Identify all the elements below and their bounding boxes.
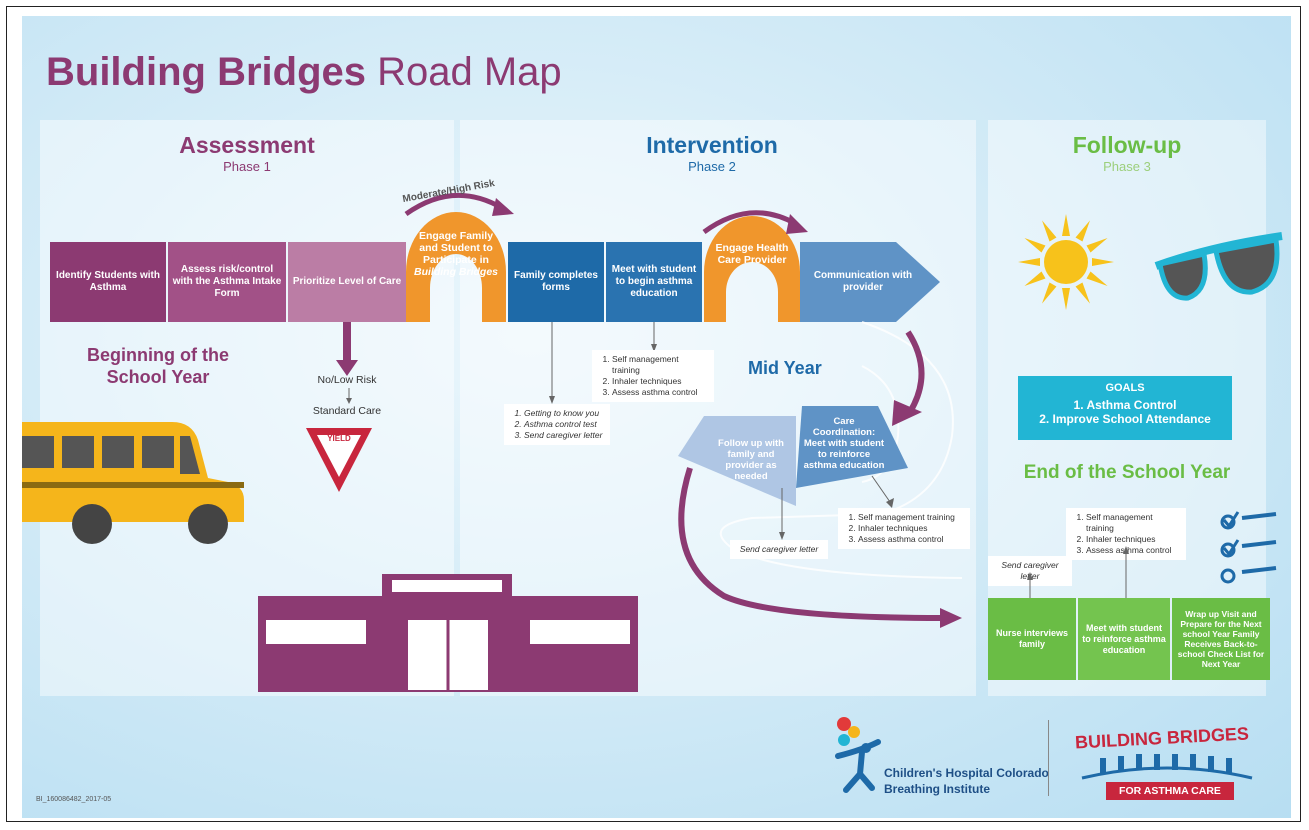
edu-note-1: Self management training bbox=[612, 354, 708, 376]
forms-note-2: Asthma control test bbox=[524, 419, 604, 430]
hospital-name: Children's Hospital Colorado bbox=[884, 766, 1049, 780]
goal-1: 1. Asthma Control bbox=[1073, 398, 1177, 412]
phase-3-header: Follow-up Phase 3 bbox=[988, 132, 1266, 174]
coordination-notes: Self management training Inhaler techniq… bbox=[838, 508, 970, 549]
phase-1-sub: Phase 1 bbox=[223, 159, 271, 174]
forms-notes: Getting to know you Asthma control test … bbox=[504, 404, 610, 445]
footer-divider bbox=[1048, 720, 1049, 796]
yield-sign-icon bbox=[306, 428, 372, 492]
step-identify-label: Identify Students with Asthma bbox=[56, 270, 160, 293]
engage-family-arc bbox=[406, 212, 506, 322]
coord-note-2: Inhaler techniques bbox=[858, 523, 964, 534]
nurse-connector bbox=[1027, 572, 1033, 598]
edu-note-3: Assess asthma control bbox=[612, 387, 708, 398]
mid-year-label: Mid Year bbox=[748, 358, 822, 378]
step-family-forms: Family completes forms bbox=[508, 242, 604, 322]
step-prioritize-label: Prioritize Level of Care bbox=[292, 276, 402, 287]
edu-connector bbox=[651, 322, 657, 352]
school-building-icon bbox=[258, 574, 638, 692]
goals-box: GOALS 1. Asthma Control 2. Improve Schoo… bbox=[1018, 376, 1232, 440]
forms-note-3: Send caregiver letter bbox=[524, 430, 604, 441]
phase-2-sub: Phase 2 bbox=[688, 159, 736, 174]
mid-year-letter-note: Send caregiver letter bbox=[730, 540, 828, 559]
phase-1-name: Assessment bbox=[179, 132, 315, 158]
step-meet-student: Meet with student to begin asthma educat… bbox=[606, 242, 702, 322]
communication-shape bbox=[800, 242, 940, 322]
step-meet-reinforce: Meet with student to reinforce asthma ed… bbox=[1078, 598, 1170, 680]
care-coord-text: Care Coordination: Meet with student to … bbox=[803, 415, 885, 471]
road-map-poster: Building Bridges Road Map Assessment Pha… bbox=[22, 16, 1291, 818]
goal-2: 2. Improve School Attendance bbox=[1039, 412, 1211, 426]
checklist-icon bbox=[1220, 511, 1277, 584]
page-title: Building Bridges Road Map bbox=[46, 50, 562, 95]
step-identify-students: Identify Students with Asthma bbox=[50, 242, 166, 322]
road-path bbox=[719, 321, 963, 579]
title-bold: Building Bridges bbox=[46, 50, 366, 94]
low-risk-connector bbox=[346, 388, 352, 404]
standard-care-label: Standard Care bbox=[312, 405, 382, 417]
coord-connector bbox=[871, 475, 894, 508]
forms-connector bbox=[549, 322, 555, 404]
follow-up-shape bbox=[678, 416, 796, 506]
kids-silhouette-icon bbox=[1081, 754, 1253, 780]
beginning-school-year: Beginning of the School Year bbox=[87, 345, 229, 387]
follow-up-label: Follow up with family and provider as ne… bbox=[710, 430, 792, 490]
poster-frame bbox=[6, 6, 1301, 822]
edu-note-2: Inhaler techniques bbox=[612, 376, 708, 387]
engage-family-label: Engage Family and Student to Participate… bbox=[410, 222, 502, 286]
wrap-up-text: Wrap up Visit and Prepare for the Next s… bbox=[1177, 609, 1265, 669]
forms-note-1: Getting to know you bbox=[524, 408, 604, 419]
education-notes: Self management training Inhaler techniq… bbox=[592, 350, 714, 402]
phase-3-name: Follow-up bbox=[1072, 132, 1182, 158]
follow-up-text: Follow up with family and provider as ne… bbox=[718, 438, 784, 482]
phase-3-sub: Phase 3 bbox=[1103, 159, 1151, 174]
letter-connector bbox=[779, 488, 785, 540]
engage-hcp-arc bbox=[704, 216, 800, 322]
hcp-arrow bbox=[702, 210, 808, 235]
sun-icon bbox=[1018, 214, 1114, 310]
family-forms-label: Family completes forms bbox=[514, 270, 598, 293]
title-light: Road Map bbox=[377, 50, 562, 94]
step-wrap-up: Wrap up Visit and Prepare for the Next s… bbox=[1172, 598, 1270, 680]
engage-family-text: Engage Family and Student to Participate… bbox=[418, 230, 494, 266]
meet-connector bbox=[1123, 546, 1129, 598]
care-coordination-shape bbox=[796, 406, 908, 488]
communication-label: Communication with provider bbox=[808, 242, 918, 322]
step-prioritize: Prioritize Level of Care bbox=[288, 242, 406, 322]
care-coordination-label: Care Coordination: Meet with student to … bbox=[798, 408, 890, 478]
document-code: BI_160086482_2017-05 bbox=[36, 796, 112, 803]
building-bridges-logo-subtitle: FOR ASTHMA CARE bbox=[1106, 782, 1234, 800]
low-risk-label: No/Low Risk bbox=[317, 374, 377, 386]
building-bridges-logo-title: BUILDING BRIDGES bbox=[1074, 723, 1250, 753]
childrens-hospital-logo-icon bbox=[835, 717, 881, 793]
building-bridges-text: Building Bridges bbox=[414, 266, 498, 278]
phase-1-header: Assessment Phase 1 bbox=[40, 132, 454, 174]
step-nurse-interviews: Nurse interviews family bbox=[988, 598, 1076, 680]
school-bus-icon bbox=[22, 422, 244, 544]
end-note-3: Assess asthma control bbox=[1086, 545, 1180, 556]
meet-student-label: Meet with student to begin asthma educat… bbox=[611, 264, 697, 299]
end-school-year: End of the School Year bbox=[1023, 462, 1231, 483]
step-assess-label: Assess risk/control with the Asthma Inta… bbox=[172, 264, 282, 299]
coord-note-3: Assess asthma control bbox=[858, 534, 964, 545]
step-assess-risk: Assess risk/control with the Asthma Inta… bbox=[168, 242, 286, 322]
communication-text: Communication with provider bbox=[813, 270, 913, 293]
goals-title: GOALS bbox=[1105, 382, 1145, 394]
moderate-risk-arrow bbox=[404, 192, 514, 217]
mid-year-arrow bbox=[892, 330, 925, 426]
institute-name: Breathing Institute bbox=[884, 782, 991, 796]
end-year-arrow bbox=[678, 467, 962, 628]
sunglasses-icon bbox=[1154, 232, 1283, 301]
phase-2-header: Intervention Phase 2 bbox=[562, 132, 862, 174]
engage-hcp-text: Engage Health Care Provider bbox=[715, 242, 789, 266]
coord-note-1: Self management training bbox=[858, 512, 964, 523]
yield-text: YIELD bbox=[327, 434, 351, 443]
end-note-2: Inhaler techniques bbox=[1086, 534, 1180, 545]
engage-hcp-label: Engage Health Care Provider bbox=[706, 230, 798, 278]
low-risk-arrow bbox=[336, 322, 358, 376]
meet-reinforce-text: Meet with student to reinforce asthma ed… bbox=[1082, 622, 1166, 655]
end-note-1: Self management training bbox=[1086, 512, 1180, 534]
phase-2-name: Intervention bbox=[646, 132, 778, 158]
nurse-interviews-text: Nurse interviews family bbox=[995, 628, 1069, 649]
